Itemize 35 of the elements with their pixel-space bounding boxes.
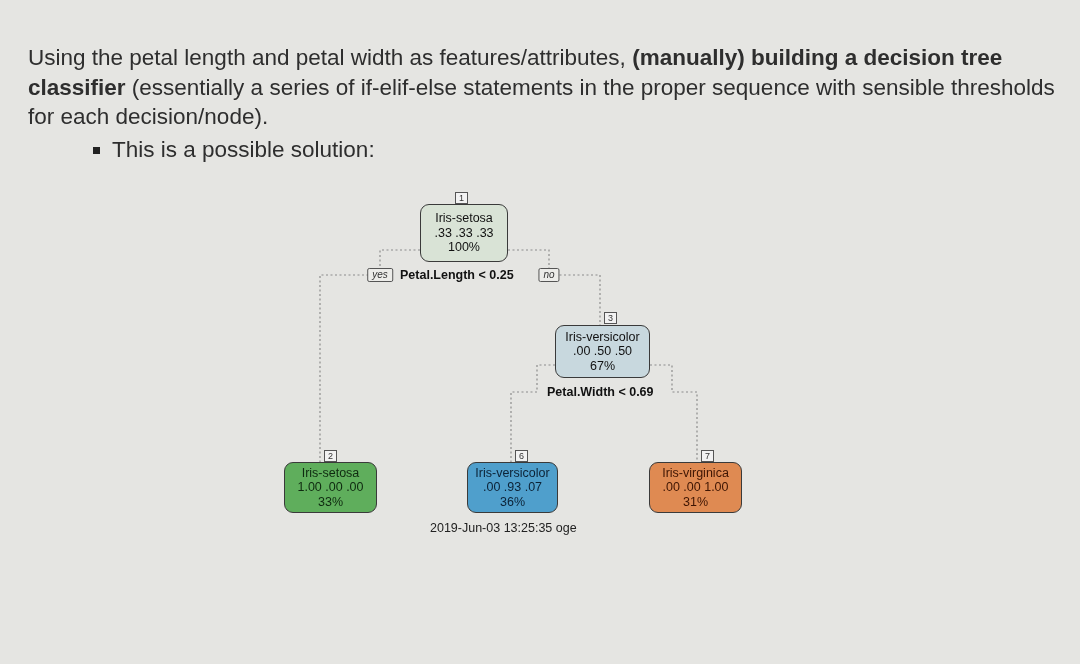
leaf-node-box	[467, 462, 558, 513]
connector-line	[510, 364, 556, 463]
split-condition: Petal.Length < 0.25	[400, 268, 514, 283]
class-name: Iris-versicolor	[475, 465, 550, 481]
node-percentage: 100%	[448, 240, 480, 255]
split-condition: Petal.Width < 0.69	[547, 385, 654, 400]
node-percentage: 31%	[683, 494, 708, 510]
edge-label: yes	[367, 268, 393, 282]
class-probabilities: 1.00 .00 .00	[297, 480, 364, 495]
connector-line	[319, 249, 421, 463]
edge-label: no	[538, 268, 560, 282]
node-percentage: 36%	[500, 494, 525, 510]
node-percentage: 33%	[318, 494, 343, 510]
instruction-paragraph: Using the petal length and petal width as features/attributes, (manually) building a decision tree classifier (essentially a series of if-elif-else statements in the proper sequence with sensible thresholds for each decision/node).	[28, 44, 1056, 131]
class-probabilities: .00 .00 1.00	[662, 480, 729, 495]
class-probabilities: .33 .33 .33	[434, 225, 494, 241]
timestamp-text: 2019-Jun-03 13:25:35 oge	[430, 521, 578, 536]
leaf-node-box	[649, 462, 742, 513]
split-node-box	[555, 325, 650, 378]
node-number: 2	[324, 450, 337, 462]
node-number: 7	[701, 450, 714, 462]
class-name: Iris-virginica	[662, 465, 729, 481]
bullet-item-text: This is a possible solution:	[112, 136, 376, 164]
node-number: 1	[455, 192, 468, 204]
connector-line	[649, 364, 698, 463]
class-probabilities: .00 .50 .50	[572, 344, 633, 359]
leaf-node-box	[284, 462, 377, 513]
split-node-box	[420, 204, 508, 262]
node-number: 6	[515, 450, 528, 462]
class-probabilities: .00 .93 .07	[482, 480, 543, 495]
class-name: Iris-setosa	[435, 211, 493, 226]
node-percentage: 67%	[590, 358, 615, 374]
class-name: Iris-versicolor	[565, 329, 640, 345]
node-number: 3	[604, 312, 617, 324]
class-name: Iris-setosa	[301, 465, 360, 481]
